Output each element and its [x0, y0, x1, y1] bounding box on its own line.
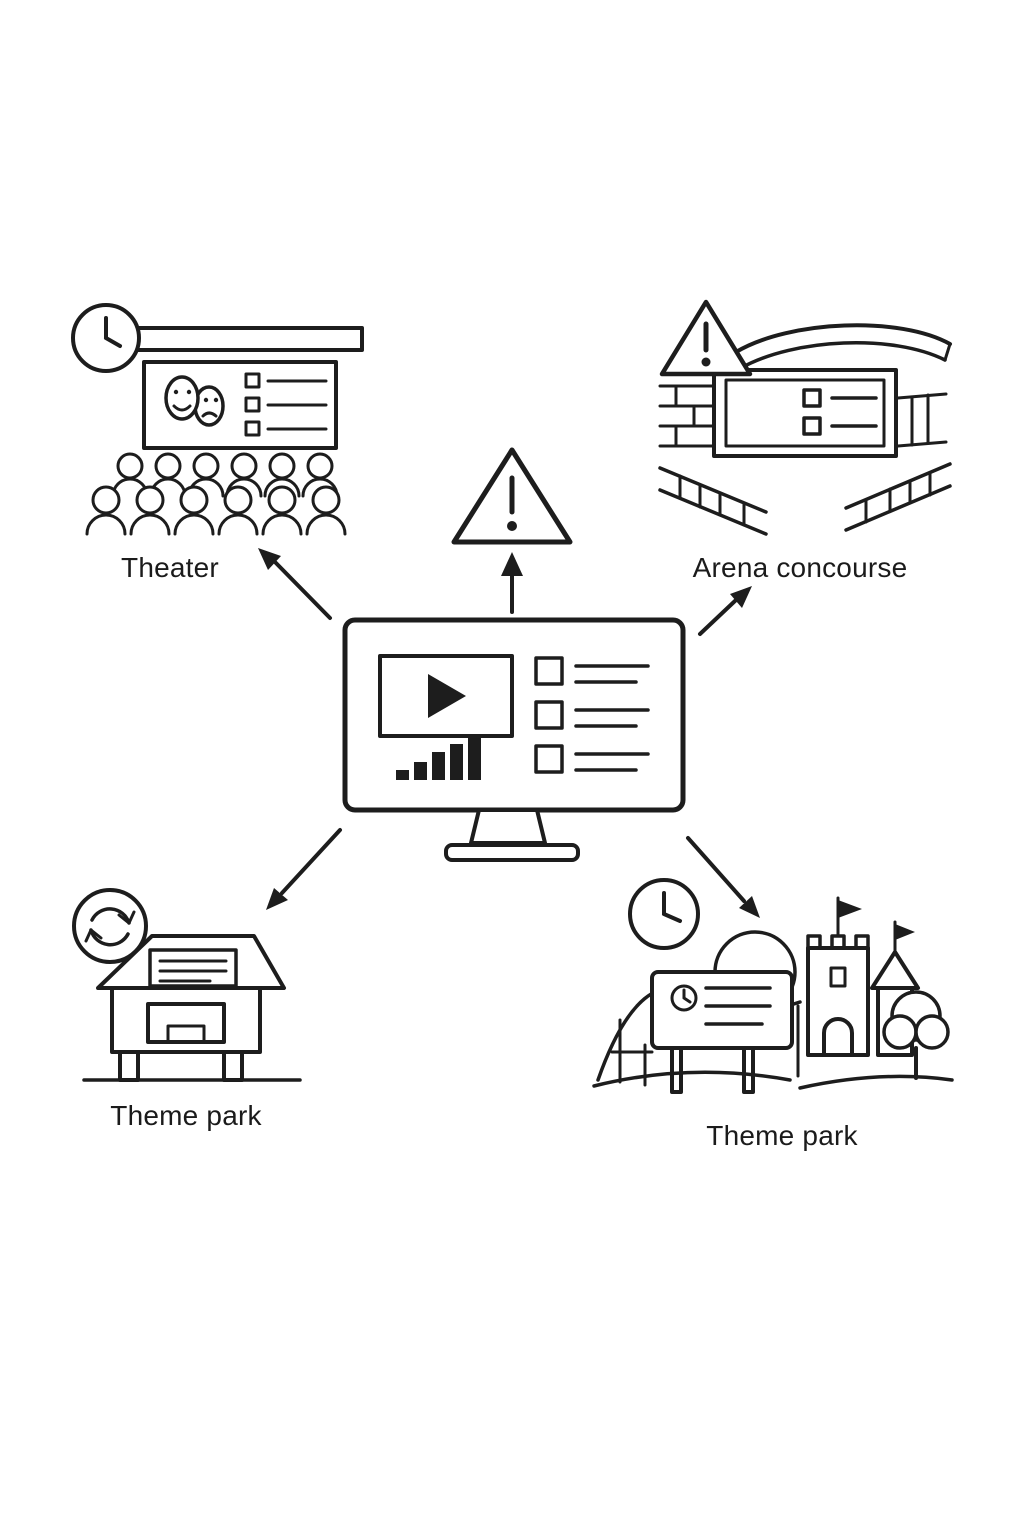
monitor-stand	[469, 808, 547, 845]
arena-wall-right	[896, 392, 948, 448]
warning-triangle-icon	[659, 299, 753, 377]
schedule-board-icon	[650, 970, 794, 1094]
sync-icon	[72, 888, 148, 964]
clock-icon	[71, 303, 141, 373]
checklist-icon	[534, 656, 650, 774]
arrow-to-theme-park-west	[266, 828, 342, 910]
display-board-icon	[712, 368, 898, 458]
arrow-to-theater	[258, 548, 332, 620]
tree-icon	[882, 990, 950, 1080]
label-theme-park-east: Theme park	[706, 1120, 858, 1151]
arrow-to-theme-park-east	[686, 836, 760, 918]
theme-park-west-illustration	[72, 888, 302, 1082]
schedule-list-icon	[244, 372, 328, 437]
arena-roof-icon	[734, 323, 952, 370]
dashboard-monitor-illustration	[342, 617, 686, 862]
theater-masks-icon	[164, 375, 225, 427]
arrow-to-alert	[501, 552, 523, 614]
play-icon	[428, 674, 466, 718]
ticket-kiosk-icon	[82, 934, 302, 1082]
theater-illustration	[71, 303, 364, 536]
label-theater: Theater	[121, 552, 219, 583]
label-arena-concourse: Arena concourse	[692, 552, 908, 583]
clock-icon	[628, 878, 700, 950]
walkway-rails-icon	[658, 462, 952, 536]
video-player-icon	[378, 654, 514, 738]
alert-warning-triangle-icon	[451, 447, 573, 545]
ground-lines	[592, 1070, 954, 1090]
monitor-base	[444, 843, 580, 862]
arena-wall-left	[658, 384, 714, 448]
theme-park-east-illustration	[592, 878, 954, 1094]
arena-illustration	[658, 299, 952, 536]
label-theme-park-west: Theme park	[110, 1100, 262, 1131]
castle-icon	[806, 896, 920, 1057]
audience-icon	[85, 452, 347, 536]
bar-chart-icon	[396, 734, 481, 780]
arrow-to-arena	[698, 586, 752, 636]
